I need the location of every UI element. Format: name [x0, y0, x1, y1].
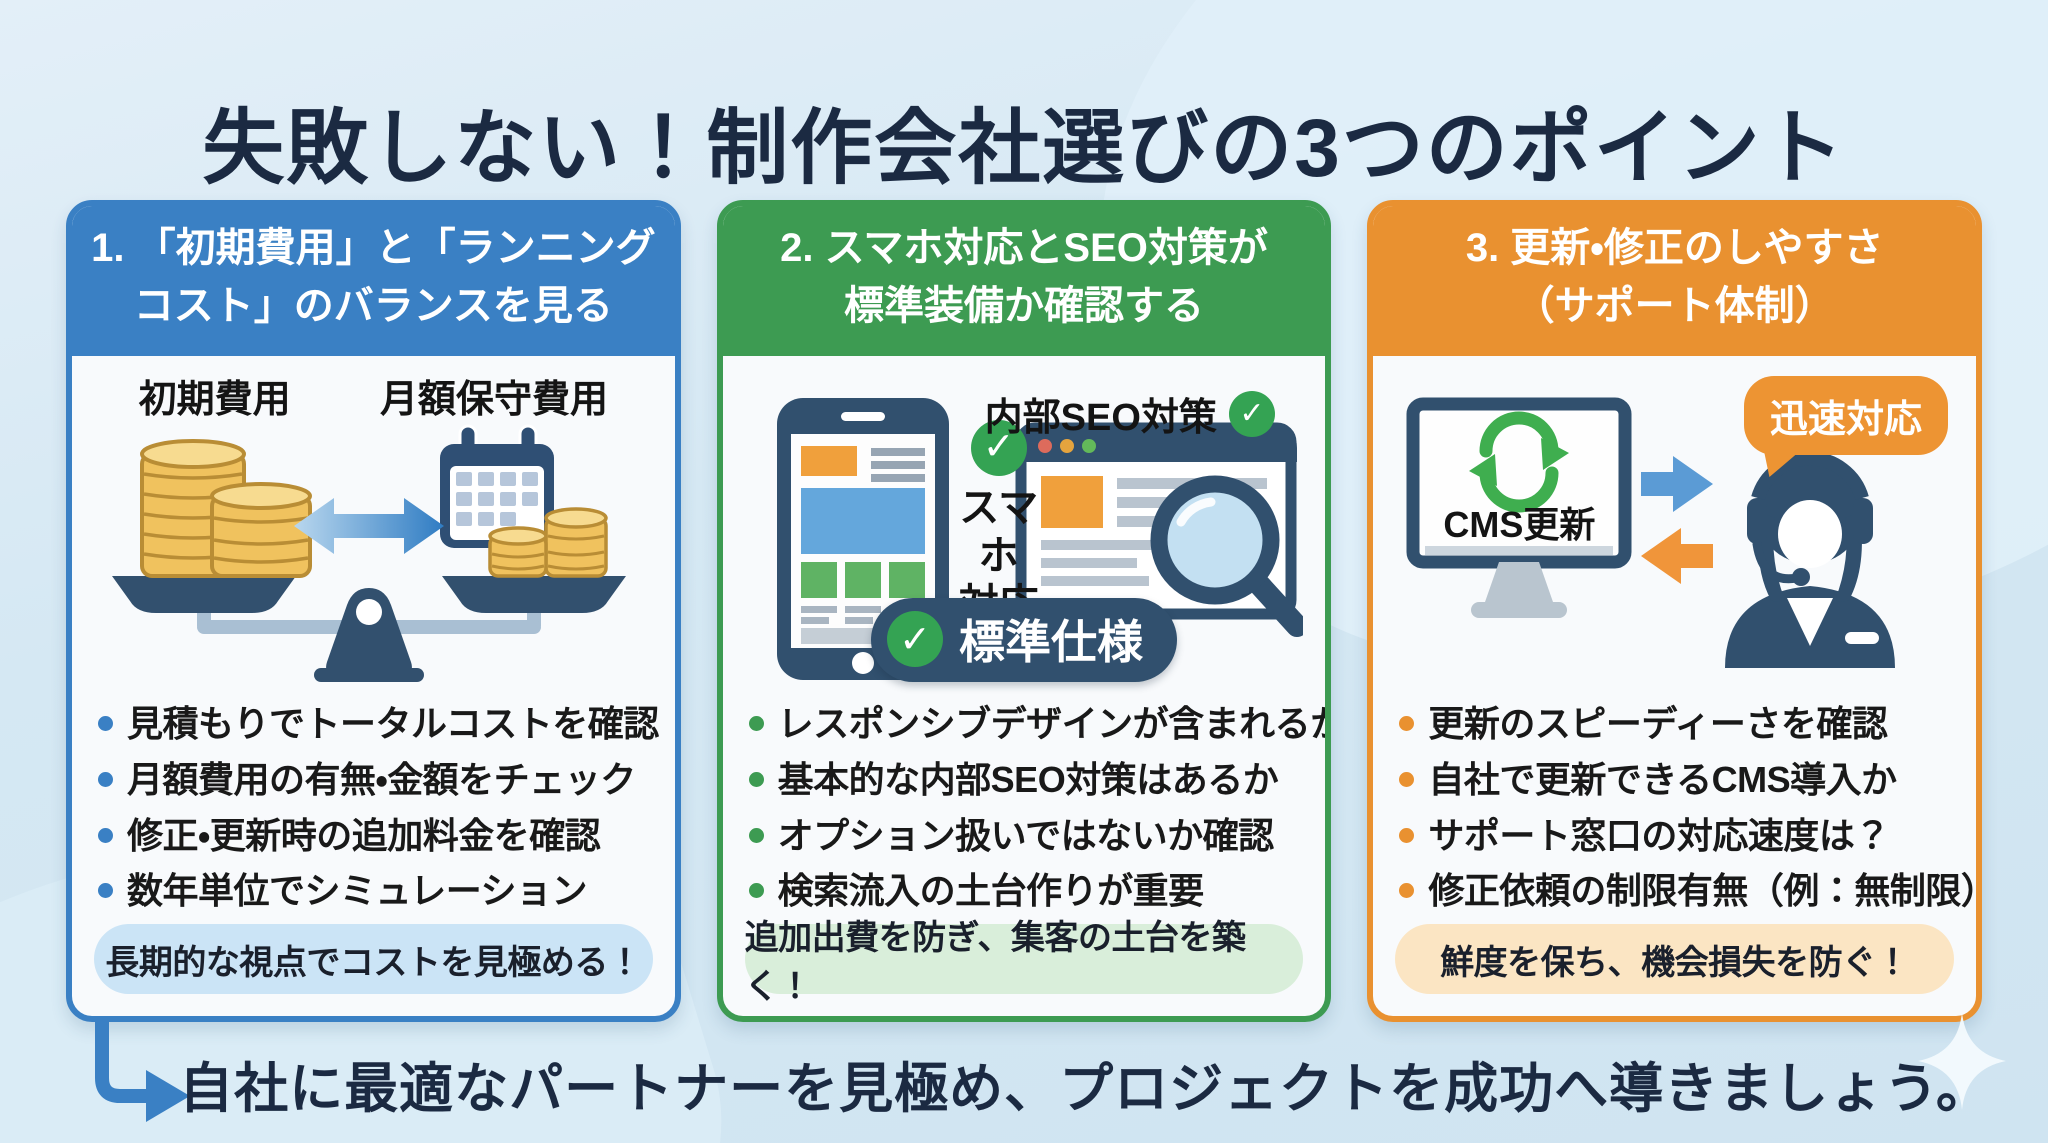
list-item: 検索流入の土台作りが重要 — [748, 868, 1304, 915]
balance-scale-illustration: 初期費用 月額保守費用 — [94, 362, 653, 682]
bullet-text: 修正・更新時の追加料金を確認 — [127, 814, 601, 856]
list-item: 修正依頼の制限有無（例：無制限） — [1399, 868, 1976, 915]
bullet-dot — [98, 716, 113, 731]
list-item: 自社で更新できるCMS導入か — [1399, 757, 1954, 804]
bullet-dot — [748, 827, 764, 843]
check-circle-icon — [1228, 390, 1275, 437]
card-seo-mobile: 2. スマホ対応とSEO対策が 標準装備か確認する — [716, 200, 1332, 1022]
bullet-text: 基本的な内部SEO対策はあるか — [777, 758, 1279, 800]
bullet-dot — [748, 716, 764, 731]
bullet-text: 見積もりでトータルコストを確認 — [127, 703, 659, 744]
card-2-takeaway: 追加出費を防ぎ、集客の土台を築く！ — [744, 919, 1304, 1006]
bullet-text: 月額費用の有無・金額をチェック — [127, 758, 636, 800]
bullet-dot — [748, 771, 764, 787]
list-item: 更新のスピーディーさを確認 — [1399, 701, 1954, 748]
cards-row: 1. 「初期費用」と「ランニング コスト」のバランスを見る 初期費用 月額保守費… — [66, 200, 1983, 1022]
mobile-seo-illustration: スマホ 対応 内部SEO対策 標準仕様 — [745, 362, 1304, 682]
card-2-title: 2. スマホ対応とSEO対策が 標準装備か確認する — [722, 206, 1326, 356]
bullet-text: 修正依頼の制限有無（例：無制限） — [1428, 870, 1983, 912]
list-item: 修正・更新時の追加料金を確認 — [98, 813, 653, 860]
calendar-icon — [440, 424, 554, 548]
monitor-icon — [1406, 397, 1632, 618]
list-item: サポート窓口の対応速度は？ — [1399, 813, 1954, 860]
cms-update-label: CMS更新 — [1443, 504, 1596, 545]
card-cost-balance: 1. 「初期費用」と「ランニング コスト」のバランスを見る 初期費用 月額保守費… — [66, 200, 681, 1022]
card-3-checklist: 更新のスピーディーさを確認 自社で更新できるCMS導入か サポート窓口の対応速度… — [1395, 692, 1976, 924]
card-2-body: スマホ 対応 内部SEO対策 標準仕様 レスポンシブデザインが含まれるか 基本的… — [723, 356, 1325, 1016]
list-item: 月額費用の有無・金額をチェック — [98, 757, 653, 804]
scale-labels: 初期費用 月額保守費用 — [94, 368, 653, 423]
mobile-seo-art — [776, 398, 1303, 680]
bullet-text: 自社で更新できるCMS導入か — [1428, 758, 1897, 800]
bullet-dot — [1399, 827, 1415, 843]
card-support-update: 3. 更新・修正のしやすさ （サポート体制） — [1367, 200, 1983, 1022]
scale-pan-right — [442, 576, 626, 613]
bullet-text: 更新のスピーディーさを確認 — [1428, 703, 1888, 744]
card-1-takeaway: 長期的な視点でコストを見極める！ — [94, 924, 653, 995]
check-circle-icon — [970, 420, 1027, 476]
speech-bubble: 迅速対応 — [1744, 376, 1949, 455]
support-agent-icon — [1725, 451, 1896, 668]
bullet-dot — [748, 883, 764, 899]
arrow-left-icon — [1641, 528, 1714, 584]
check-circle-icon — [887, 611, 943, 667]
bullet-dot — [98, 827, 113, 843]
bullet-text: オプション扱いではないか確認 — [777, 814, 1274, 856]
balance-scale-icon — [112, 424, 626, 682]
card-2-checklist: レスポンシブデザインが含まれるか 基本的な内部SEO対策はあるか オプション扱い… — [745, 692, 1325, 924]
initial-cost-label: 初期費用 — [138, 379, 291, 421]
small-coin-stack-icon — [488, 507, 608, 578]
connector-arrow-icon — [95, 1016, 190, 1122]
list-item: 基本的な内部SEO対策はあるか — [748, 757, 1304, 804]
seo-label: 内部SEO対策 — [985, 386, 1275, 441]
card-1-title: 1. 「初期費用」と「ランニング コスト」のバランスを見る — [72, 206, 675, 356]
bullet-text: 検索流入の土台作りが重要 — [777, 870, 1205, 912]
support-illustration: CMS更新 迅速対応 — [1395, 362, 1954, 682]
bullet-dot — [1399, 716, 1415, 731]
double-arrow-icon — [294, 498, 444, 554]
sparkle-icon — [1918, 1012, 2006, 1110]
card-3-body: CMS更新 迅速対応 更新のスピーディーさを確認 自社で更新できるCMS導入か … — [1373, 356, 1976, 1016]
list-item: オプション扱いではないか確認 — [748, 813, 1304, 860]
bullet-text: レスポンシブデザインが含まれるか — [777, 703, 1332, 744]
scale-pan-left — [112, 576, 296, 613]
card-3-title: 3. 更新・修正のしやすさ （サポート体制） — [1373, 206, 1977, 356]
standard-spec-badge: 標準仕様 — [871, 598, 1177, 682]
conclusion-text: 自社に最適なパートナーを見極め、プロジェクトを成功へ導きましょう。 — [179, 1059, 1991, 1119]
mobile-ready-label: スマホ 対応 — [941, 420, 1057, 628]
bullet-text: 数年単位でシミュレーション — [127, 870, 588, 912]
page-title: 失敗しない！制作会社選びの3つのポイント — [202, 102, 1846, 194]
support-art — [1406, 397, 1896, 668]
card-3-takeaway: 鮮度を保ち、機会損失を防ぐ！ — [1395, 924, 1955, 995]
card-1-body: 初期費用 月額保守費用 — [72, 356, 675, 1016]
coin-stack-icon — [140, 439, 312, 578]
bullet-dot — [1399, 771, 1415, 787]
list-item: 見積もりでトータルコストを確認 — [98, 701, 659, 748]
list-item: 数年単位でシミュレーション — [98, 868, 653, 915]
monthly-cost-label: 月額保守費用 — [379, 379, 608, 421]
sync-icon — [1469, 411, 1570, 513]
bullet-dot — [1399, 883, 1415, 899]
bullet-text: サポート窓口の対応速度は？ — [1428, 814, 1890, 856]
bullet-dot — [98, 883, 113, 899]
arrow-right-icon — [1641, 456, 1714, 512]
card-1-checklist: 見積もりでトータルコストを確認 月額費用の有無・金額をチェック 修正・更新時の追… — [94, 692, 659, 924]
bullet-dot — [98, 771, 113, 787]
magnifier-icon — [1150, 475, 1303, 637]
list-item: レスポンシブデザインが含まれるか — [748, 701, 1325, 748]
